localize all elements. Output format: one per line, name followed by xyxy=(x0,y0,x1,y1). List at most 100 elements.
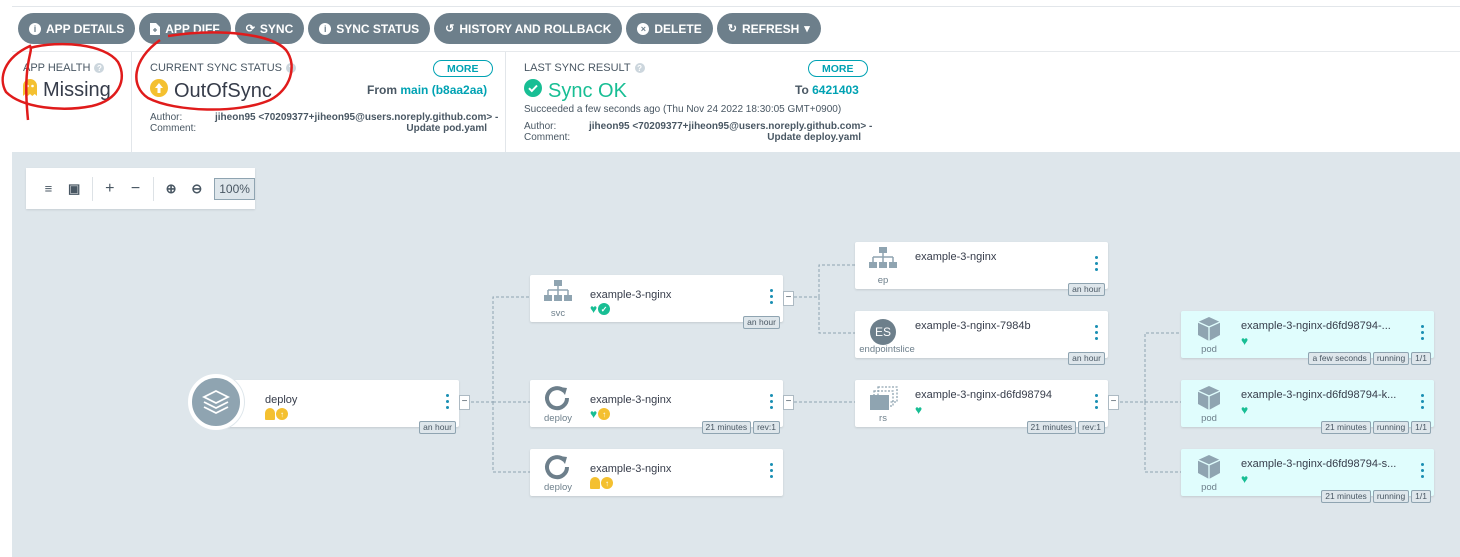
pod-cube-icon xyxy=(1189,453,1229,486)
rs-node[interactable]: rs example-3-nginx-d6fd98794 ♥ 21 minute… xyxy=(855,380,1108,434)
info-icon: i xyxy=(319,22,332,35)
history-rollback-button[interactable]: ↺ HISTORY AND ROLLBACK xyxy=(434,13,623,44)
zoom-out-icon[interactable]: ⊖ xyxy=(191,180,203,196)
node-tags: 21 minutes running 1/1 xyxy=(1321,421,1431,434)
last-sync-comment-label: Comment: xyxy=(524,132,571,143)
sync-button[interactable]: ⟳ SYNC xyxy=(234,13,305,44)
resource-tree-graph[interactable]: ≡ ▣ + − ⊕ ⊖ 100% deploy xyxy=(12,152,1460,557)
sync-status-value: OutOfSync xyxy=(174,79,272,102)
sync-status-more-button[interactable]: MORE xyxy=(433,60,493,77)
node-tags: 21 minutes rev:1 xyxy=(701,421,780,434)
last-sync-succeeded: Succeeded a few seconds ago (Thu Nov 24 … xyxy=(524,104,842,115)
app-diff-button[interactable]: APP DIFF xyxy=(139,13,231,44)
kebab-menu-icon[interactable] xyxy=(770,289,773,304)
node-status-icons: ♥ xyxy=(1241,404,1248,416)
node-kind: pod xyxy=(1201,344,1217,355)
healthy-heart-icon: ♥ xyxy=(590,407,598,421)
deployment-rotate-icon xyxy=(538,453,578,486)
app-health-value: Missing xyxy=(43,79,111,101)
node-kind: pod xyxy=(1201,413,1217,424)
zoom-in-icon[interactable]: ⊕ xyxy=(165,180,177,196)
node-kind: deploy xyxy=(544,482,572,493)
node-title: example-3-nginx-7984b xyxy=(915,320,1031,332)
app-health-label: APP HEALTH xyxy=(23,62,91,74)
last-sync-author: jiheon95 <70209377+jiheon95@users.norepl… xyxy=(589,121,873,132)
expand-plus-icon[interactable]: + xyxy=(105,179,115,197)
last-sync-more-button[interactable]: MORE xyxy=(808,60,868,77)
network-tree-icon xyxy=(863,246,903,275)
missing-ghost-icon xyxy=(265,408,275,420)
refresh-button[interactable]: ↻ REFRESH ▾ xyxy=(716,13,821,44)
missing-ghost-icon xyxy=(590,477,600,489)
replicaset-copy-icon xyxy=(863,384,903,417)
graph-zoom-toolbar: ≡ ▣ + − ⊕ ⊖ 100% xyxy=(26,168,255,209)
node-status-icons: ♥ xyxy=(1241,335,1248,347)
zoom-percent[interactable]: 100% xyxy=(214,177,255,200)
last-sync-revision-link[interactable]: 6421403 xyxy=(812,83,859,97)
check-circle-icon xyxy=(524,79,542,103)
node-tags: an hour xyxy=(419,421,456,434)
kebab-menu-icon[interactable] xyxy=(1421,463,1424,478)
pod-node-1[interactable]: pod example-3-nginx-d6fd98794-... ♥ a fe… xyxy=(1181,311,1434,365)
node-title: example-3-nginx xyxy=(590,463,672,475)
node-tags: an hour xyxy=(743,316,780,329)
kebab-menu-icon[interactable] xyxy=(1421,325,1424,340)
node-title: example-3-nginx xyxy=(590,394,672,406)
refresh-icon: ↻ xyxy=(727,23,737,35)
last-sync-author-label: Author: xyxy=(524,121,557,132)
collapse-toggle[interactable]: − xyxy=(783,291,794,306)
deploy-layers-icon xyxy=(188,374,244,430)
healthy-heart-icon: ♥ xyxy=(1241,472,1249,486)
out-of-sync-icon: ↑ xyxy=(276,408,288,420)
delete-icon: × xyxy=(637,22,650,35)
pod-node-2[interactable]: pod example-3-nginx-d6fd98794-k... ♥ 21 … xyxy=(1181,380,1434,434)
sync-status-label: CURRENT SYNC STATUS xyxy=(150,62,283,74)
collapse-toggle[interactable]: − xyxy=(459,395,470,410)
help-icon[interactable]: ? xyxy=(634,63,645,73)
last-sync-comment: Update deploy.yaml xyxy=(767,132,861,143)
node-status-icons: ↑ xyxy=(265,408,288,420)
align-left-icon[interactable]: ≡ xyxy=(44,181,53,196)
svc-node[interactable]: svc example-3-nginx ♥ ✓ an hour xyxy=(530,275,783,329)
node-kind: deploy xyxy=(544,413,572,424)
sync-status-button[interactable]: i SYNC STATUS xyxy=(308,13,431,44)
sync-icon: ⟳ xyxy=(245,23,255,35)
deploy-node-1[interactable]: deploy example-3-nginx ♥ ↑ 21 minutes re… xyxy=(530,380,783,434)
node-title: example-3-nginx-d6fd98794-s... xyxy=(1241,458,1397,470)
app-details-button[interactable]: i APP DETAILS xyxy=(18,13,136,44)
kebab-menu-icon[interactable] xyxy=(446,394,449,409)
endpointslice-node[interactable]: ES endpointslice example-3-nginx-7984b a… xyxy=(855,311,1108,365)
help-icon[interactable]: ? xyxy=(286,63,297,73)
kebab-menu-icon[interactable] xyxy=(1421,394,1424,409)
kebab-menu-icon[interactable] xyxy=(1095,256,1098,271)
node-kind: svc xyxy=(550,308,566,319)
fit-screen-icon[interactable]: ▣ xyxy=(67,180,81,196)
last-sync-value: Sync OK xyxy=(548,79,627,102)
sync-author-label: Author: xyxy=(150,112,183,123)
kebab-menu-icon[interactable] xyxy=(770,394,773,409)
delete-button[interactable]: × DELETE xyxy=(626,13,713,44)
node-status-icons: ♥ ✓ xyxy=(590,303,611,315)
kebab-menu-icon[interactable] xyxy=(1095,325,1098,340)
healthy-heart-icon: ♥ xyxy=(915,403,923,417)
node-title: deploy xyxy=(265,394,298,406)
node-kind: rs xyxy=(879,413,887,424)
node-tags: 21 minutes rev:1 xyxy=(1026,421,1105,434)
revision-link[interactable]: (b8aa2aa) xyxy=(431,83,488,97)
collapse-toggle[interactable]: − xyxy=(783,395,794,410)
root-deploy-node[interactable]: deploy ↑ an hour xyxy=(211,380,459,434)
node-kind: endpointslice xyxy=(859,344,915,355)
help-icon[interactable]: ? xyxy=(94,63,105,73)
node-status-icons: ♥ xyxy=(915,404,922,416)
kebab-menu-icon[interactable] xyxy=(770,463,773,478)
healthy-heart-icon: ♥ xyxy=(1241,334,1249,348)
kebab-menu-icon[interactable] xyxy=(1095,394,1098,409)
collapse-toggle[interactable]: − xyxy=(1108,395,1119,410)
caret-down-icon: ▾ xyxy=(804,23,810,35)
deploy-node-2[interactable]: deploy example-3-nginx ↑ xyxy=(530,449,783,496)
pod-node-3[interactable]: pod example-3-nginx-d6fd98794-s... ♥ 21 … xyxy=(1181,449,1434,503)
pod-cube-icon xyxy=(1189,315,1229,348)
collapse-minus-icon[interactable]: − xyxy=(130,179,141,197)
branch-link[interactable]: main xyxy=(400,83,429,97)
ep-node[interactable]: ep example-3-nginx an hour xyxy=(855,242,1108,296)
